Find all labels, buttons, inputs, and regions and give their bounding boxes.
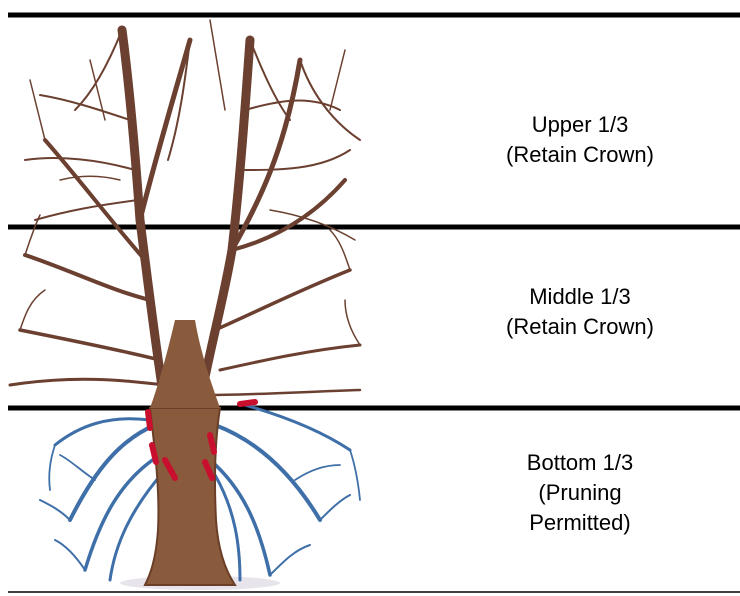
zone-label-middle: Middle 1/3 (Retain Crown)	[470, 282, 690, 342]
tree-illustration-icon	[10, 20, 360, 590]
zone-upper-note: (Retain Crown)	[470, 140, 690, 170]
zone-upper-title: Upper 1/3	[470, 110, 690, 140]
zone-bottom-note-2: Permitted)	[470, 508, 690, 538]
zone-bottom-note-1: (Pruning	[470, 478, 690, 508]
zone-middle-title: Middle 1/3	[470, 282, 690, 312]
tree-trunk	[145, 408, 235, 585]
zone-middle-note: (Retain Crown)	[470, 312, 690, 342]
zone-bottom-title: Bottom 1/3	[470, 448, 690, 478]
zone-label-upper: Upper 1/3 (Retain Crown)	[470, 110, 690, 170]
zone-label-bottom: Bottom 1/3 (Pruning Permitted)	[470, 448, 690, 538]
